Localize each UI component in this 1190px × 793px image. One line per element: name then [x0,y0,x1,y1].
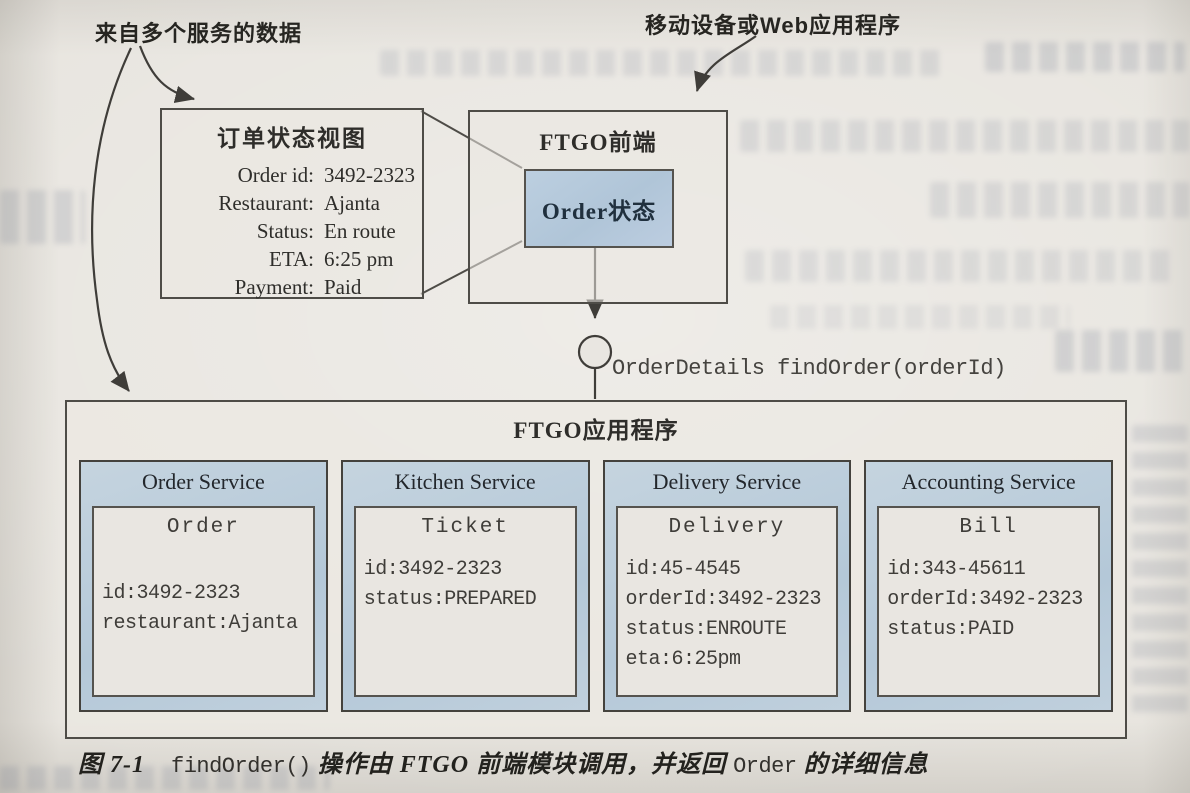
field-value: En route [324,219,396,243]
order-status-view-box: 订单状态视图 Order id: 3492-2323 Restaurant: A… [160,108,424,299]
interface-lollipop [577,334,613,370]
entity-field: status:ENROUTE [625,618,788,641]
field-value: 3492-2323 [324,163,415,187]
bleed-through-text [1055,330,1190,372]
entity-field: id:3492-2323 [102,582,241,605]
figure-number: 图 7-1 [78,752,145,778]
ftgo-frontend-box: FTGO前端 Order状态 [468,110,728,304]
field-value: 6:25 pm [324,247,394,271]
label-data-from-services: 来自多个服务的数据 [95,21,303,46]
service-name: Kitchen Service [394,469,536,494]
accounting-service-box: Accounting Service Bill id:343-45611 ord… [864,460,1113,712]
delivery-entity-box: Delivery id:45-4545 orderId:3492-2323 st… [615,506,839,697]
order-status-component: Order状态 [524,169,674,248]
label-mobile-web-app: 移动设备或Web应用程序 [645,13,902,38]
arrow-label-to-view [138,45,196,103]
entity-field: status:PREPARED [363,588,537,611]
arrow-label-to-frontend [694,35,757,93]
field-label: Order id: [237,163,314,187]
caption-text: 的详细信息 [796,752,929,778]
delivery-service-box: Delivery Service Delivery id:45-4545 ord… [602,460,852,712]
caption-code-order: Order [733,754,797,779]
caption-code-findorder: findOrder() [171,754,311,779]
field-label: ETA: [269,247,314,271]
api-signature: OrderDetails findOrder(orderId) [612,356,1006,381]
entity-fields: id:45-4545 orderId:3492-2323 status:ENRO… [626,555,837,675]
ticket-entity-box: Ticket id:3492-2323 status:PREPARED [353,506,577,697]
entity-name: Order [166,516,240,539]
bleed-through-text [985,42,1185,72]
entity-name: Ticket [421,516,509,539]
figure-caption: 图 7-1 findOrder() 操作由 FTGO 前端模块调用，并返回 Ord… [78,744,929,779]
order-status-view-title: 订单状态视图 [217,125,367,151]
service-name: Order Service [141,469,265,494]
entity-field: id:45-4545 [625,558,742,581]
service-name: Accounting Service [901,469,1076,494]
field-label: Restaurant: [218,191,314,215]
field-value: Ajanta [324,191,380,215]
field-value: Paid [324,275,362,299]
service-row: Order Service Order id:3492-2323 restaur… [79,460,1113,712]
arrow-label-to-application [91,47,132,392]
entity-field: orderId:3492-2323 [625,588,822,611]
field-label: Payment: [234,275,314,299]
entity-field: orderId:3492-2323 [887,588,1083,611]
bleed-through-text [770,305,1070,329]
bill-entity-box: Bill id:343-45611 orderId:3492-2323 stat… [877,506,1100,697]
entity-field: eta:6:25pm [625,648,742,671]
entity-name: Delivery [668,516,786,539]
entity-name: Bill [959,516,1018,539]
ftgo-frontend-title: FTGO前端 [539,130,657,155]
bleed-through-text [380,50,940,76]
field-label: Status: [256,219,314,243]
ftgo-application-title: FTGO应用程序 [513,418,679,443]
service-name: Delivery Service [652,469,802,494]
entity-fields: id:3492-2323 restaurant:Ajanta [102,579,313,639]
entity-field: restaurant:Ajanta [102,612,298,635]
order-entity-box: Order id:3492-2323 restaurant:Ajanta [92,506,315,697]
entity-field: id:3492-2323 [363,558,503,581]
bleed-through-text [0,190,85,244]
order-status-view-fields: Order id: 3492-2323 Restaurant: Ajanta S… [162,163,422,300]
entity-field: status:PAID [887,618,1014,641]
entity-field: id:343-45611 [887,558,1026,581]
bleed-through-text [745,250,1175,282]
ftgo-application-box: FTGO应用程序 Order Service Order id:3492-232… [65,400,1127,739]
caption-text: 操作由 FTGO 前端模块调用，并返回 [310,752,734,778]
order-service-box: Order Service Order id:3492-2323 restaur… [79,460,328,712]
entity-fields: id:3492-2323 status:PREPARED [364,555,575,615]
kitchen-service-box: Kitchen Service Ticket id:3492-2323 stat… [340,460,590,712]
bleed-through-text [930,182,1190,218]
bleed-through-text [1132,425,1188,720]
bleed-through-text [740,120,1190,152]
entity-fields: id:343-45611 orderId:3492-2323 status:PA… [887,555,1098,645]
